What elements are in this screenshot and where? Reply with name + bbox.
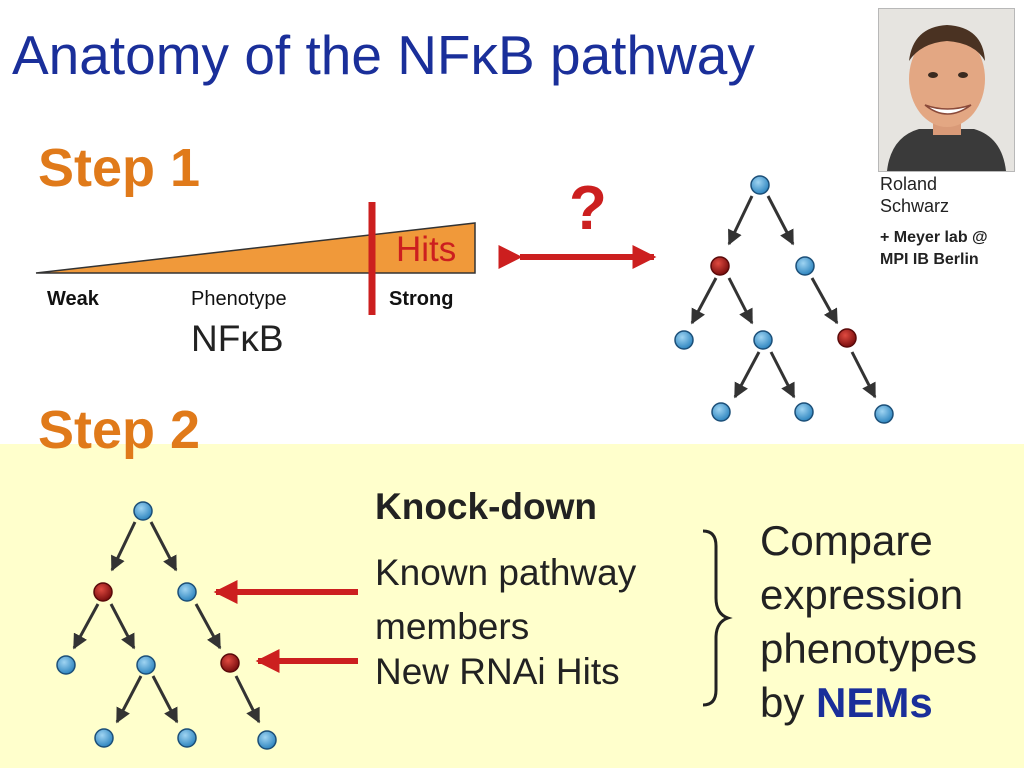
new-hits-label: New RNAi Hits: [375, 651, 620, 692]
tree1-node: [750, 175, 770, 195]
hits-label: Hits: [396, 230, 457, 269]
tree2-hit-node: [93, 582, 113, 602]
slide-title: Anatomy of the NFκB pathway: [12, 24, 755, 86]
tree1-node: [795, 256, 815, 276]
tree2-node: [177, 728, 197, 748]
tree1-node: [874, 404, 894, 424]
tree2-nodes: [56, 501, 277, 750]
presenter-portrait-icon: [879, 9, 1014, 171]
nfkb-label: NFκB: [191, 318, 284, 359]
credit-name: Roland Schwarz: [880, 174, 950, 216]
compare-text: Compare expression phenotypes by: [760, 517, 978, 726]
presenter-photo: [878, 8, 1015, 172]
tree2-node: [257, 730, 277, 750]
known-members-label: Known pathway members: [375, 552, 637, 647]
tree2-node: [177, 582, 197, 602]
weak-label: Weak: [47, 288, 99, 310]
tree1-node: [674, 330, 694, 350]
curly-brace: [702, 529, 733, 707]
tree1-node: [753, 330, 773, 350]
step1-heading: Step 1: [38, 138, 201, 198]
tree2-hit-node: [220, 653, 240, 673]
tree1-hit-node: [837, 328, 857, 348]
tree1-node: [794, 402, 814, 422]
tree1-nodes: [674, 175, 894, 424]
tree1-hit-node: [710, 256, 730, 276]
tree2-node: [56, 655, 76, 675]
credit-affiliation: + Meyer lab @ MPI IB Berlin: [880, 229, 988, 268]
tree2-node: [133, 501, 153, 521]
tree2-edges: [72, 521, 261, 724]
question-mark: ?: [569, 174, 607, 243]
tree2-node: [94, 728, 114, 748]
tree1-edges: [690, 195, 877, 399]
nems-label: NEMs: [816, 679, 933, 726]
strong-label: Strong: [389, 288, 454, 310]
phenotype-strength-wedge: [35, 222, 476, 274]
knockdown-heading: Knock-down: [375, 486, 597, 527]
compare-text-block: Compare expression phenotypes by NEMs: [760, 514, 1010, 730]
tree2-node: [136, 655, 156, 675]
step2-heading: Step 2: [38, 400, 201, 460]
phenotype-label: Phenotype: [191, 288, 287, 310]
tree1-node: [711, 402, 731, 422]
